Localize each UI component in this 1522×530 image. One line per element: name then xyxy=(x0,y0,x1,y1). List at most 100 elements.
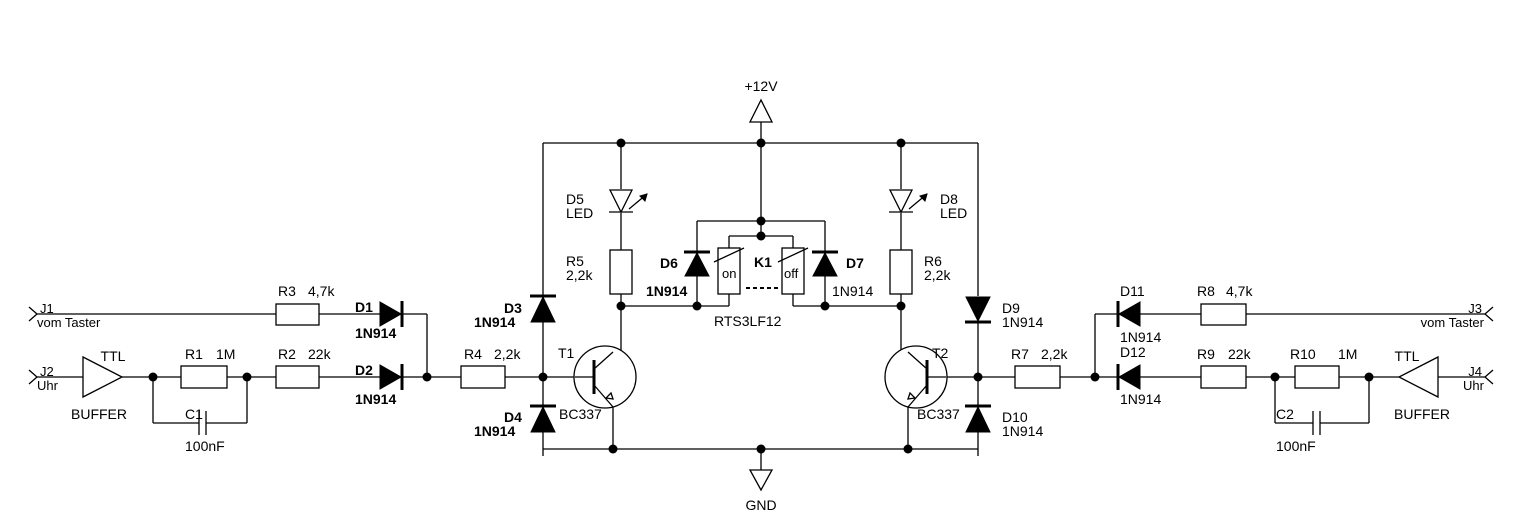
diode-d2: D2 1N914 xyxy=(355,362,404,407)
diode-d1: D1 1N914 xyxy=(355,299,404,341)
diode-d9: D9 1N914 xyxy=(965,296,1043,330)
j3-desc: vom Taster xyxy=(1421,315,1485,330)
vcc-label: +12V xyxy=(744,78,778,94)
r5-value: 2,2k xyxy=(566,267,593,283)
junctions xyxy=(148,138,1374,454)
diode-d7: D7 1N914 xyxy=(812,250,873,299)
diode-d4: D4 1N914 xyxy=(474,404,556,439)
relay-coil-on: on xyxy=(722,266,736,281)
resistor-r3: R3 4,7k xyxy=(275,283,335,326)
d7-ref: D7 xyxy=(846,255,864,271)
t1-value: BC337 xyxy=(559,406,602,422)
r8-ref: R8 xyxy=(1197,283,1215,299)
r6-value: 2,2k xyxy=(924,267,951,283)
c2-ref: C2 xyxy=(1276,406,1294,422)
c1-ref: C1 xyxy=(185,406,203,422)
diode-d6: D6 1N914 xyxy=(646,250,710,299)
buffer-right: TTL BUFFER xyxy=(1394,348,1450,422)
d8-ref: D8 xyxy=(940,191,958,207)
d2-value: 1N914 xyxy=(355,391,396,407)
t2-ref: T2 xyxy=(932,345,949,361)
diode-d12: D12 1N914 xyxy=(1116,344,1161,407)
connector-j1: J1 vom Taster xyxy=(28,301,101,330)
gnd-symbol: GND xyxy=(745,469,777,513)
r10-ref: R10 xyxy=(1290,346,1316,362)
d2-ref: D2 xyxy=(355,362,373,378)
resistor-r8: R8 4,7k xyxy=(1197,283,1253,326)
resistor-r1: R1 1M xyxy=(180,346,235,389)
relay-value: RTS3LF12 xyxy=(714,313,782,329)
resistor-r9: R9 22k xyxy=(1197,346,1252,389)
j1-ref: J1 xyxy=(40,301,54,316)
resistor-r6: R6 2,2k xyxy=(889,249,951,295)
d1-ref: D1 xyxy=(355,299,373,315)
buffer-left-name: BUFFER xyxy=(71,406,127,422)
gnd-label: GND xyxy=(745,497,776,513)
relay-k1: on off K1 RTS3LF12 xyxy=(713,247,809,329)
d12-value: 1N914 xyxy=(1120,391,1161,407)
d10-ref: D10 xyxy=(1002,409,1028,425)
d5-ref: D5 xyxy=(566,191,584,207)
relay-ref: K1 xyxy=(754,254,772,270)
d8-value: LED xyxy=(940,205,967,221)
buffer-left: TTL BUFFER xyxy=(71,348,127,422)
j3-ref: J3 xyxy=(1468,301,1482,316)
resistor-r7: R7 2,2k xyxy=(1011,346,1068,389)
r10-value: 1M xyxy=(1338,346,1357,362)
diode-d11: D11 1N914 xyxy=(1116,283,1161,345)
led-d8: D8 LED xyxy=(888,189,967,221)
d11-value: 1N914 xyxy=(1120,329,1161,345)
r7-value: 2,2k xyxy=(1041,346,1068,362)
r3-value: 4,7k xyxy=(308,283,335,299)
j2-ref: J2 xyxy=(40,364,54,379)
d5-value: LED xyxy=(566,205,593,221)
r5-ref: R5 xyxy=(566,253,584,269)
t2-value: BC337 xyxy=(917,406,960,422)
r7-ref: R7 xyxy=(1011,346,1029,362)
r1-ref: R1 xyxy=(185,346,203,362)
j1-desc: vom Taster xyxy=(37,315,101,330)
capacitor-c1: C1 100nF xyxy=(185,406,225,454)
d11-ref: D11 xyxy=(1120,283,1145,299)
transistor-t2: T2 BC337 xyxy=(884,345,960,422)
j4-desc: Uhr xyxy=(1463,378,1485,393)
diode-d3: D3 1N914 xyxy=(474,294,556,330)
d6-ref: D6 xyxy=(660,255,678,271)
d4-value: 1N914 xyxy=(474,423,515,439)
r4-ref: R4 xyxy=(464,346,482,362)
d3-ref: D3 xyxy=(504,300,522,316)
buffer-left-type: TTL xyxy=(101,348,126,364)
d3-value: 1N914 xyxy=(474,314,515,330)
r4-value: 2,2k xyxy=(494,346,521,362)
j2-desc: Uhr xyxy=(37,378,59,393)
d7-value: 1N914 xyxy=(832,283,873,299)
r3-ref: R3 xyxy=(278,283,296,299)
d12-ref: D12 xyxy=(1120,344,1146,360)
d4-ref: D4 xyxy=(504,409,522,425)
t1-ref: T1 xyxy=(558,345,575,361)
r2-ref: R2 xyxy=(278,346,296,362)
buffer-right-type: TTL xyxy=(1395,348,1420,364)
led-d5: D5 LED xyxy=(566,189,648,221)
connector-j3: J3 vom Taster xyxy=(1421,301,1494,330)
r6-ref: R6 xyxy=(924,253,942,269)
transistor-t1: T1 BC337 xyxy=(558,345,637,422)
connector-j2: J2 Uhr xyxy=(28,364,59,393)
wires xyxy=(37,122,1485,470)
r8-value: 4,7k xyxy=(1226,283,1253,299)
d9-ref: D9 xyxy=(1002,300,1020,316)
capacitor-c2: C2 100nF xyxy=(1276,406,1321,454)
buffer-right-name: BUFFER xyxy=(1394,406,1450,422)
d9-value: 1N914 xyxy=(1002,314,1043,330)
r1-value: 1M xyxy=(216,346,235,362)
resistor-r2: R2 22k xyxy=(275,346,332,389)
connector-j4: J4 Uhr xyxy=(1463,364,1494,393)
r9-value: 22k xyxy=(1228,346,1252,362)
resistor-r5: R5 2,2k xyxy=(566,249,633,295)
vcc-symbol: +12V xyxy=(744,78,778,123)
r9-ref: R9 xyxy=(1197,346,1215,362)
diode-d10: D10 1N914 xyxy=(965,404,1043,439)
relay-coil-off: off xyxy=(784,266,799,281)
d10-value: 1N914 xyxy=(1002,423,1043,439)
